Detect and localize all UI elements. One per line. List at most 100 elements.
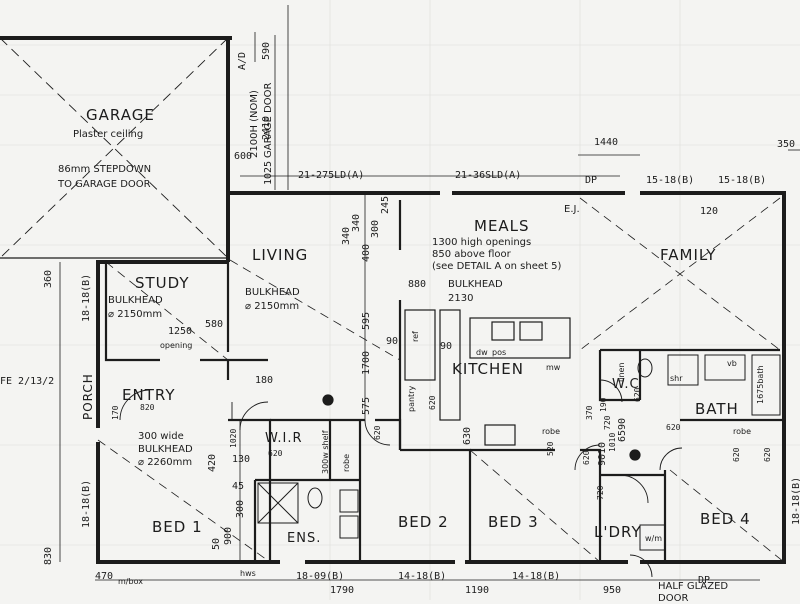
floor-elevation-label: FE 2/13/2: [0, 376, 55, 387]
window-code-ensuite: 18-09(B): [296, 571, 345, 582]
dim-1020: 1020: [229, 428, 238, 448]
dim-370: 370: [585, 405, 594, 420]
outer-walls: [96, 191, 786, 564]
dim-880: 880: [408, 279, 427, 290]
room-label-porch: PORCH: [81, 373, 95, 420]
note-ref: ref: [411, 331, 420, 342]
dim-620-bed4a: 620: [732, 447, 741, 462]
dim-520: 520: [546, 441, 555, 456]
note-door: DOOR: [658, 593, 689, 604]
note-bulkhead-kitchen: BULKHEAD: [448, 279, 503, 290]
dim-1190: 1190: [465, 585, 490, 596]
dim-400: 400: [361, 243, 372, 262]
note-meter-box: m/box: [118, 577, 143, 586]
note-shower: shr: [670, 374, 683, 383]
note-openings-1: 1300 high openings: [432, 237, 532, 248]
dim-1010: 1010: [608, 432, 617, 452]
dim-630: 630: [462, 426, 473, 445]
note-bulkhead-entry-2: BULKHEAD: [138, 444, 193, 455]
note-bulkhead-living: BULKHEAD: [245, 287, 300, 298]
dim-620-wir: 620: [268, 449, 283, 458]
dim-470: 470: [95, 571, 114, 582]
dim-620-bed3: 620: [582, 450, 591, 465]
room-label-wir: W.I.R: [265, 431, 303, 446]
dim-620-bed2: 620: [373, 425, 382, 440]
dim-1440: 1440: [594, 137, 619, 148]
room-label-bed1: BED 1: [152, 518, 203, 536]
note-bulkhead-kitchen-height: 2130: [448, 293, 474, 304]
dim-300-ensuite: 300: [235, 499, 246, 518]
interior-walls: [104, 200, 784, 562]
note-stepdown-2: TO GARAGE DOOR: [58, 179, 151, 190]
note-pos: pos: [492, 348, 507, 357]
note-openings-2: 850 above floor: [432, 249, 511, 260]
dim-245: 245: [380, 195, 391, 214]
dim-590: 590: [261, 41, 272, 60]
downpipe-label-bottom: DP: [698, 575, 711, 586]
note-half-glazed: HALF GLAZED: [658, 581, 729, 592]
note-bulkhead-study: BULKHEAD: [108, 295, 163, 306]
note-bulkhead-study-height: ⌀ 2150mm: [108, 309, 163, 320]
note-hws: hws: [240, 569, 256, 578]
dim-575: 575: [361, 396, 372, 415]
note-dw: dw: [476, 348, 488, 357]
ceiling-lines: [97, 197, 785, 563]
dim-50: 50: [211, 537, 222, 550]
dim-90a: 90: [386, 336, 399, 347]
downpipe-label-top: DP: [585, 175, 598, 186]
note-linen: linen: [617, 362, 626, 382]
note-vanity: vb: [727, 359, 737, 368]
dim-130: 130: [232, 454, 251, 465]
note-robe-wir: robe: [342, 453, 351, 472]
dim-360: 360: [43, 269, 54, 288]
dim-600: 600: [234, 151, 253, 162]
dim-6590: 6590: [617, 417, 628, 442]
room-label-bed4: BED 4: [700, 510, 751, 528]
room-label-bed2: BED 2: [398, 513, 449, 531]
dim-170: 170: [111, 405, 120, 420]
dim-580: 580: [205, 319, 224, 330]
dim-190: 190: [599, 397, 608, 412]
room-label-bed3: BED 3: [488, 513, 539, 531]
window-code-living: 21-275LD(A): [298, 170, 365, 181]
room-label-living: LIVING: [252, 246, 309, 264]
room-label-ens: ENS.: [287, 531, 322, 546]
access-door-label: A/D: [237, 51, 248, 70]
dimension-lines: [59, 5, 800, 581]
dim-820: 820: [140, 403, 155, 412]
dim-620-bath: 620: [666, 423, 681, 432]
dim-300: 300: [370, 219, 381, 238]
dim-595: 595: [361, 311, 372, 330]
dim-830: 830: [43, 546, 54, 565]
note-bath-size: 1675bath: [756, 365, 765, 404]
note-openings-3: (see DETAIL A on sheet 5): [432, 261, 562, 272]
dim-350: 350: [777, 139, 796, 150]
room-label-wc: W.C: [612, 377, 640, 392]
dim-45: 45: [232, 481, 245, 492]
room-label-garage: GARAGE: [86, 106, 155, 124]
note-garage-door-height: 2100H (NOM): [249, 90, 260, 158]
room-label-study: STUDY: [135, 274, 190, 292]
note-pantry: pantry: [407, 385, 416, 412]
note-robe: robe: [542, 427, 561, 436]
dim-9010: 9010: [597, 441, 608, 466]
dim-1700: 1700: [361, 350, 372, 375]
dim-720b: 720: [603, 415, 612, 430]
dim-900: 900: [223, 526, 234, 545]
dim-120: 120: [700, 206, 719, 217]
dim-1025: 1025: [263, 160, 274, 185]
door-swings: [119, 379, 683, 578]
wet-area-fixtures: [257, 354, 781, 551]
window-code-bed3: 14-18(B): [512, 571, 561, 582]
note-washing-machine: w/m: [645, 534, 663, 543]
window-code-bed1: 18-18(B): [81, 479, 92, 528]
window-code-bed2: 14-18(B): [398, 571, 447, 582]
note-stepdown-1: 86mm STEPDOWN: [58, 164, 152, 175]
note-shelf: 300w shelf: [321, 430, 330, 474]
dim-620-bed4b: 620: [763, 447, 772, 462]
note-robe-bed4: robe: [733, 427, 752, 436]
room-label-kitchen: KITCHEN: [452, 360, 524, 378]
kitchen-fixtures: [322, 309, 641, 461]
dim-620-wc: 620: [633, 387, 642, 402]
